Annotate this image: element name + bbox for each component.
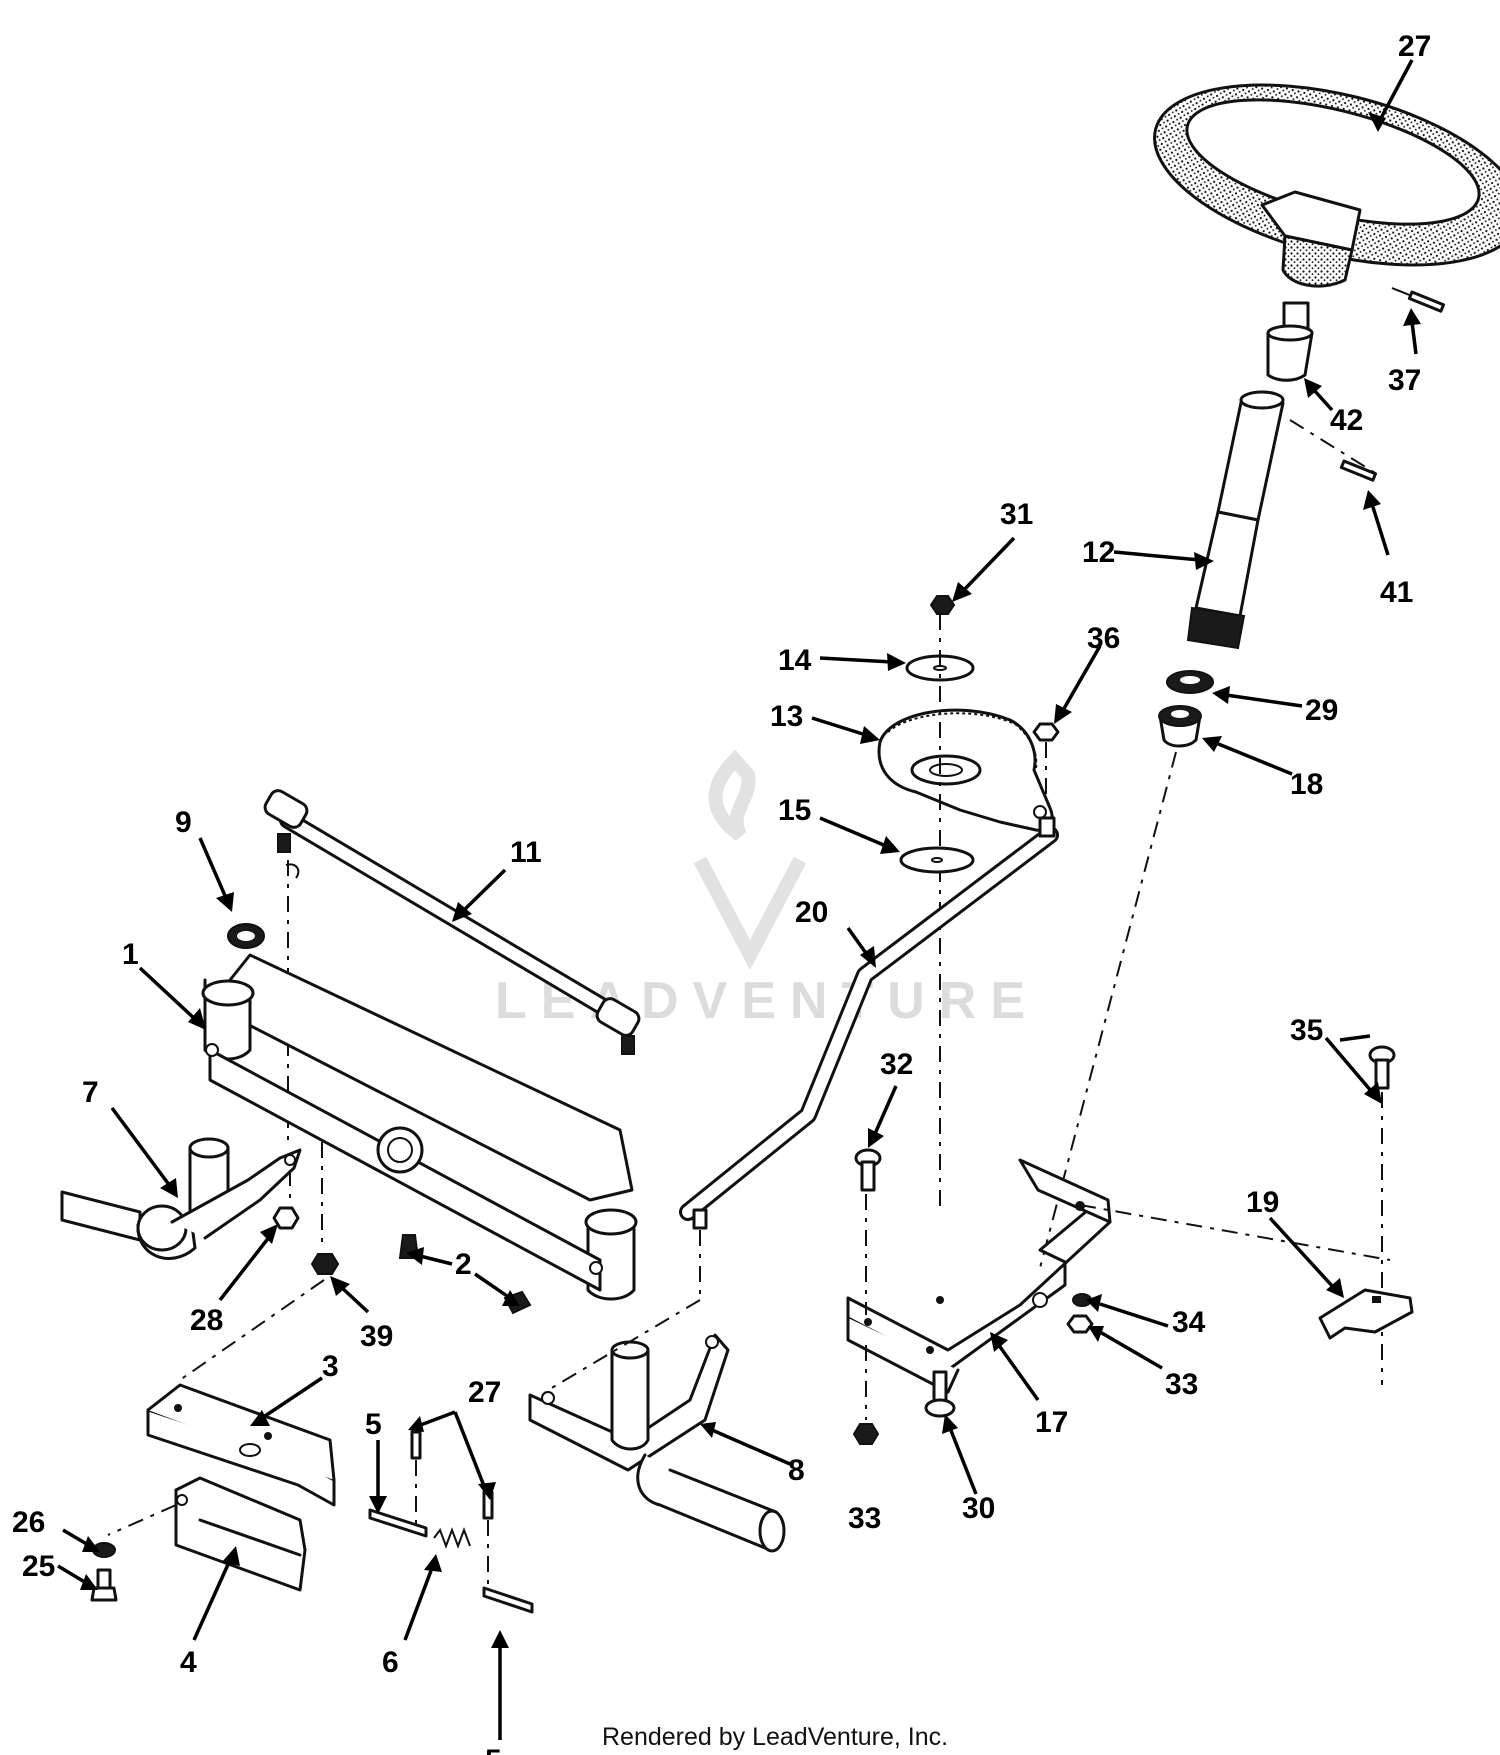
front-axle-1 bbox=[201, 953, 638, 1301]
callout-26: 26 bbox=[12, 1506, 45, 1539]
callout-3: 3 bbox=[322, 1350, 339, 1383]
callout-36: 36 bbox=[1087, 622, 1120, 655]
callout-35: 35 bbox=[1290, 1014, 1323, 1047]
callout-41: 41 bbox=[1380, 576, 1413, 609]
callout-5-lower: 5 bbox=[485, 1744, 502, 1755]
spring-6 bbox=[433, 1527, 471, 1549]
callout-labels: 27 37 42 41 12 29 18 31 36 14 13 15 20 1… bbox=[12, 30, 1431, 1755]
callout-27: 27 bbox=[468, 1376, 501, 1409]
callout-22: 27 bbox=[1398, 30, 1431, 63]
washer-15 bbox=[899, 846, 975, 874]
callout-8: 8 bbox=[788, 1454, 805, 1487]
adapter-42 bbox=[1266, 301, 1314, 382]
nut-28 bbox=[272, 1206, 300, 1230]
callout-31: 31 bbox=[1000, 498, 1033, 531]
axle-bracket-3 bbox=[146, 1383, 336, 1507]
clip-19 bbox=[1318, 1288, 1414, 1340]
callout-1: 1 bbox=[122, 938, 139, 971]
callout-9: 9 bbox=[175, 806, 192, 839]
pin-41 bbox=[1339, 459, 1378, 482]
callout-12: 12 bbox=[1082, 536, 1115, 569]
callout-37: 37 bbox=[1388, 364, 1421, 397]
callout-11: 11 bbox=[510, 836, 542, 869]
callout-2: 2 bbox=[455, 1248, 472, 1281]
callout-30: 30 bbox=[962, 1492, 995, 1525]
sector-gear-13 bbox=[877, 708, 1054, 832]
nut-39 bbox=[310, 1253, 340, 1275]
callout-5-upper: 5 bbox=[365, 1408, 382, 1441]
footer-credit: Rendered by LeadVenture, Inc. bbox=[602, 1723, 948, 1751]
pin-37 bbox=[1391, 287, 1446, 313]
pin-5-lower bbox=[482, 1586, 534, 1614]
nut-31 bbox=[929, 595, 956, 615]
callout-17: 17 bbox=[1035, 1406, 1068, 1439]
drag-link-20 bbox=[679, 816, 1059, 1230]
callout-29: 29 bbox=[1305, 694, 1338, 727]
nut-33-lower bbox=[852, 1423, 880, 1445]
leader-lines bbox=[57, 59, 1421, 1740]
callout-34: 34 bbox=[1172, 1306, 1206, 1339]
bolt-30 bbox=[924, 1370, 956, 1418]
bolt-35 bbox=[1368, 1045, 1396, 1090]
bushing-29 bbox=[1166, 670, 1214, 694]
callout-6: 6 bbox=[382, 1646, 399, 1679]
watermark-logo-icon bbox=[693, 749, 807, 971]
callout-14: 14 bbox=[778, 644, 812, 677]
callout-4: 4 bbox=[180, 1646, 197, 1679]
bushing-18 bbox=[1158, 705, 1202, 748]
steering-wheel bbox=[1153, 83, 1500, 288]
callout-32: 32 bbox=[880, 1048, 913, 1081]
callout-39: 39 bbox=[360, 1320, 393, 1353]
nut-36 bbox=[1032, 722, 1060, 742]
pivot-bracket-4 bbox=[174, 1476, 307, 1592]
nut-33-right bbox=[1066, 1314, 1094, 1334]
snap-ring-9 bbox=[227, 923, 265, 949]
callout-15: 15 bbox=[778, 794, 811, 827]
spindle-7 bbox=[60, 1137, 302, 1260]
steering-support-17 bbox=[846, 1158, 1112, 1394]
callout-7: 7 bbox=[82, 1076, 99, 1109]
steering-shaft-12 bbox=[1186, 390, 1381, 650]
callout-33-right: 33 bbox=[1165, 1368, 1198, 1401]
callout-33-lower: 33 bbox=[848, 1502, 881, 1535]
callout-42: 42 bbox=[1330, 404, 1363, 437]
pin-5-upper bbox=[368, 1508, 428, 1538]
bolt-25 bbox=[90, 1568, 118, 1602]
bolt-32 bbox=[854, 1148, 882, 1192]
callout-13: 13 bbox=[770, 700, 803, 733]
callout-20: 20 bbox=[795, 896, 828, 929]
callout-25: 25 bbox=[22, 1550, 55, 1583]
callout-18: 18 bbox=[1290, 768, 1323, 801]
callout-28: 28 bbox=[190, 1304, 223, 1337]
callout-19: 19 bbox=[1246, 1186, 1279, 1219]
